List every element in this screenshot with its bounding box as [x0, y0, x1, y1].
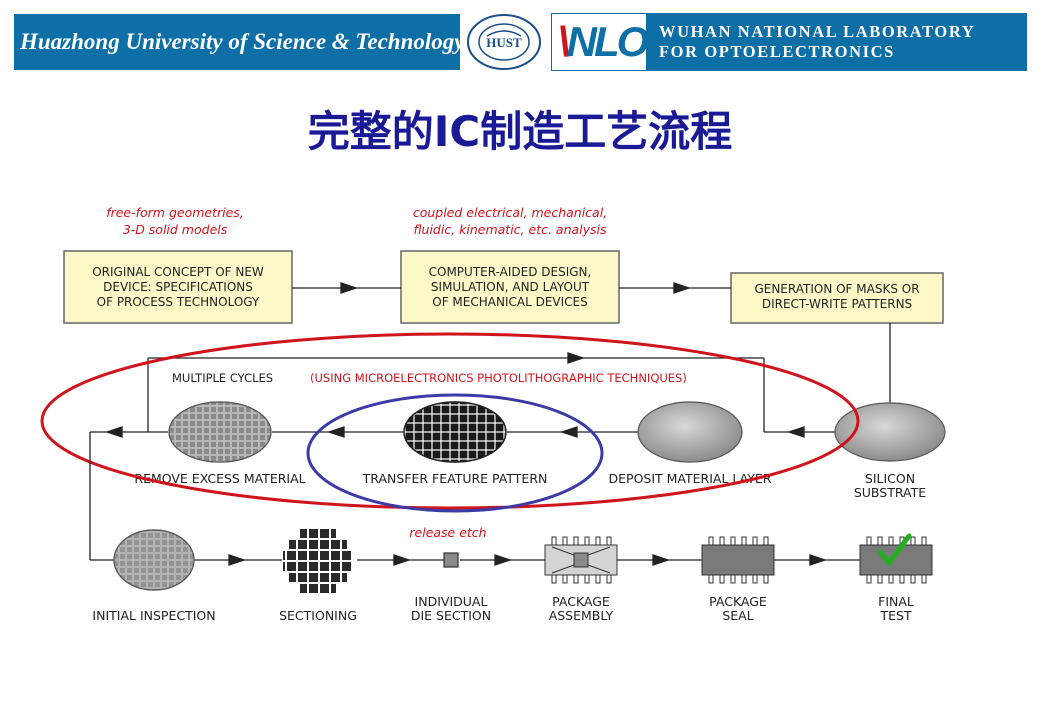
design-box-line-1: COMPUTER-AIDED DESIGN,: [429, 265, 592, 279]
masks-box-line-2: DIRECT-WRITE PATTERNS: [762, 297, 912, 311]
concept-box: [63, 250, 293, 324]
remove-material-wafer-icon: [168, 401, 272, 463]
university-banner: Huazhong University of Science & Technol…: [14, 14, 464, 70]
middle-connectors: [90, 426, 638, 438]
check-icon: [877, 533, 912, 566]
university-name: Huazhong University of Science & Technol…: [20, 29, 465, 54]
design-note-line-2: fluidic, kinematic, etc. analysis: [413, 222, 607, 237]
photolithography-note: (USING MICROELECTRONICS PHOTOLITHOGRAPHI…: [310, 371, 687, 385]
design-box: [400, 250, 620, 324]
lab-name-line-2: FOR OPTOELECTRONICS: [659, 42, 895, 61]
package-seal-label-2: SEAL: [722, 608, 753, 623]
sectioning-wafer-icon: [283, 527, 353, 593]
transfer-pattern-wafer-icon: [403, 401, 507, 463]
concept-note-line-2: 3-D solid models: [123, 222, 228, 237]
concept-note-line-1: free-form geometries,: [106, 205, 244, 220]
deposit-layer-wafer-icon: [637, 401, 743, 463]
individual-die-icon: [443, 552, 459, 568]
design-box-line-2: SIMULATION, AND LAYOUT: [431, 280, 590, 294]
cycle-highlight-ring: [40, 332, 860, 510]
final-test-chip-icon: [859, 536, 933, 584]
deposit-layer-label: DEPOSIT MATERIAL LAYER: [609, 471, 772, 486]
design-box-line-3: OF MECHANICAL DEVICES: [432, 295, 587, 309]
transfer-highlight-ring: [306, 393, 604, 513]
package-seal-label-1: PACKAGE: [709, 594, 767, 609]
silicon-substrate-label-1: SILICON: [865, 471, 915, 486]
masks-box-line-1: GENERATION OF MASKS OR: [754, 282, 919, 296]
release-etch-note: release etch: [409, 525, 486, 540]
package-assembly-label-2: ASSEMBLY: [549, 608, 614, 623]
page-title: 完整的IC制造工艺流程: [307, 107, 733, 156]
lab-logo: \NLO: [551, 13, 650, 71]
final-test-label-2: TEST: [879, 608, 911, 623]
bottom-connectors: [89, 432, 860, 566]
concept-box-line-2: DEVICE: SPECIFICATIONS: [103, 280, 253, 294]
die-section-label-2: DIE SECTION: [411, 608, 491, 623]
silicon-substrate-label-2: SUBSTRATE: [854, 485, 926, 500]
multiple-cycles-label: MULTIPLE CYCLES: [172, 371, 273, 385]
silicon-substrate-wafer-icon: [834, 402, 946, 462]
concept-box-line-3: OF PROCESS TECHNOLOGY: [97, 295, 260, 309]
lab-banner: \NLO WUHAN NATIONAL LABORATORY FOR OPTOE…: [551, 13, 1027, 71]
masks-box: [730, 272, 944, 324]
lab-name-line-1: WUHAN NATIONAL LABORATORY: [659, 22, 976, 41]
initial-inspection-label: INITIAL INSPECTION: [92, 608, 215, 623]
university-emblem-icon: HUST: [467, 14, 541, 70]
package-assembly-icon: [544, 536, 618, 584]
lab-logo-text: NLO: [566, 18, 650, 65]
sectioning-label: SECTIONING: [279, 608, 357, 623]
svg-text:HUST: HUST: [486, 35, 522, 50]
concept-box-line-1: ORIGINAL CONCEPT OF NEW: [92, 265, 264, 279]
cycle-loop: [147, 352, 835, 438]
package-seal-icon: [701, 536, 775, 584]
initial-inspection-wafer-icon: [113, 529, 195, 591]
package-assembly-label-1: PACKAGE: [552, 594, 610, 609]
top-connectors: [292, 282, 891, 405]
final-test-label-1: FINAL: [878, 594, 914, 609]
design-note-line-1: coupled electrical, mechanical,: [413, 205, 607, 220]
transfer-pattern-label: TRANSFER FEATURE PATTERN: [362, 471, 548, 486]
die-section-label-1: INDIVIDUAL: [415, 594, 488, 609]
remove-material-label: REMOVE EXCESS MATERIAL: [134, 471, 305, 486]
